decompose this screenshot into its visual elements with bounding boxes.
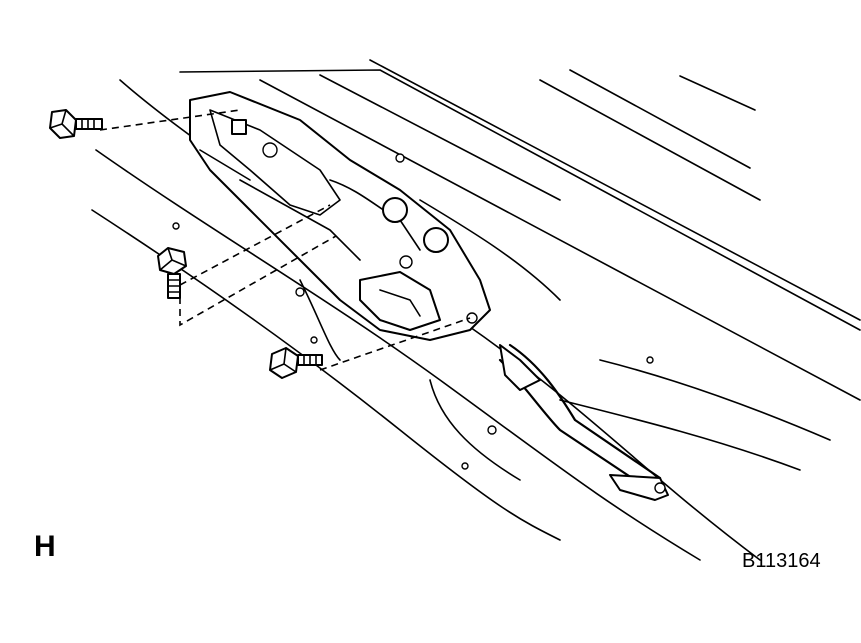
hex-bolt-icon: [49, 109, 103, 139]
brake-cable-icon: [498, 343, 669, 501]
hex-bolt-icon: [269, 347, 323, 379]
view-label: H: [34, 530, 56, 563]
hex-bolt-icon: [157, 247, 187, 299]
parking-brake-lever-assembly-icon: [189, 91, 491, 341]
figure-code: B113164: [742, 550, 821, 572]
